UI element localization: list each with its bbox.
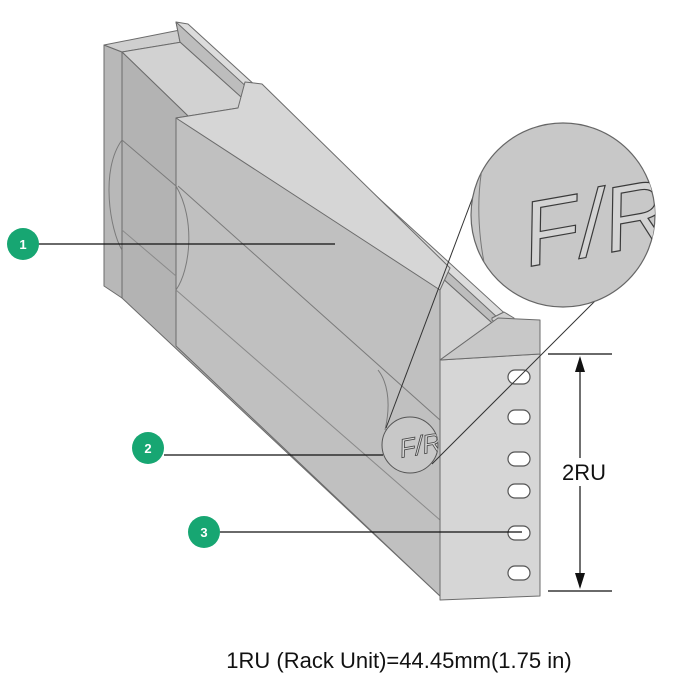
- zoom-line-lower: [431, 295, 601, 465]
- callout-3: 3: [188, 516, 522, 548]
- mounting-hole: [507, 409, 531, 425]
- mounting-hole: [507, 483, 531, 499]
- callout-2-badge: [132, 432, 164, 464]
- dimension-arrow-down: [575, 573, 585, 589]
- rail-back-face: [103, 44, 123, 299]
- callout-2-number: 2: [144, 441, 151, 456]
- callout-1-number: 1: [19, 237, 26, 252]
- mounting-hole: [507, 451, 531, 467]
- rail-front-bracket-top: [439, 317, 541, 361]
- zoom-circle: F/R: [470, 122, 678, 308]
- mounting-hole: [507, 525, 531, 541]
- rack-unit-caption: 1RU (Rack Unit)=44.45mm(1.75 in): [226, 648, 572, 673]
- dimension-label: 2RU: [562, 460, 606, 485]
- mounting-holes: [507, 369, 531, 581]
- callout-3-badge: [188, 516, 220, 548]
- callout-3-number: 3: [200, 525, 207, 540]
- rail-front-bracket: [439, 353, 541, 601]
- callout-1: 1: [7, 228, 335, 260]
- slide-rail: [103, 21, 541, 601]
- callout-1-badge: [7, 228, 39, 260]
- zoom-line-upper: [385, 177, 481, 429]
- rail-inner-slider-top: [175, 81, 451, 291]
- callout-2: 2: [132, 432, 383, 464]
- dimension-arrow-up: [575, 356, 585, 372]
- mounting-hole: [507, 565, 531, 581]
- fr-mark-circle: F/R: [381, 416, 443, 474]
- fr-mark-small: F/R: [397, 427, 443, 464]
- fr-mark-zoom: F/R: [514, 160, 678, 286]
